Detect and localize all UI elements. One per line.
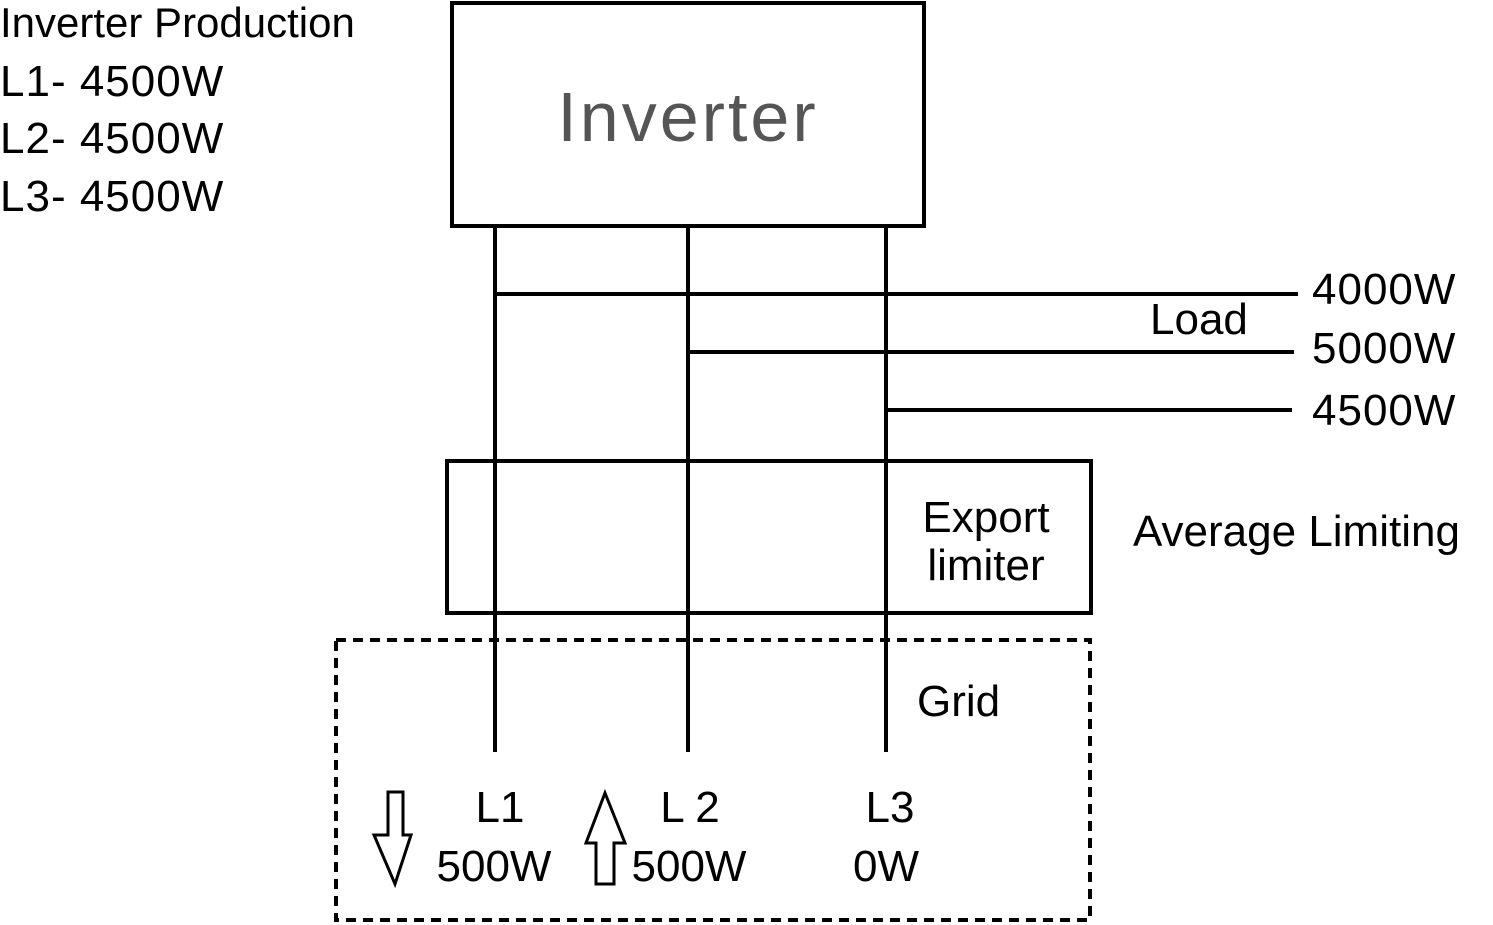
- production-l1: L1- 4500W: [0, 57, 225, 106]
- load-value-l1: 4000W: [1312, 265, 1457, 314]
- grid-boundary: [334, 638, 1092, 922]
- production-l3: L3- 4500W: [0, 172, 225, 221]
- production-title: Inverter Production: [0, 0, 355, 46]
- production-l2: L2- 4500W: [0, 114, 225, 163]
- export-limiter-label: Export limiter: [908, 494, 1064, 590]
- export-limiter-line2: limiter: [927, 541, 1045, 590]
- grid-phase-l3-name: L3: [865, 783, 915, 832]
- load-value-l2: 5000W: [1312, 324, 1457, 373]
- inverter-label: Inverter: [557, 78, 819, 156]
- grid-phase-l1-value: 500W: [436, 842, 552, 891]
- export-limiter-box: [445, 459, 1093, 615]
- grid-label: Grid: [917, 677, 1001, 726]
- grid-phase-l2-name: L 2: [660, 783, 720, 832]
- up-arrow-icon: [583, 788, 628, 886]
- export-limiter-line1: Export: [922, 493, 1050, 542]
- grid-phase-l3-value: 0W: [853, 842, 919, 891]
- load-label: Load: [1150, 295, 1248, 344]
- down-arrow-icon: [371, 790, 414, 889]
- load-value-l3: 4500W: [1312, 386, 1457, 435]
- grid-phase-l1-name: L1: [475, 783, 525, 832]
- mode-label: Average Limiting: [1133, 507, 1460, 556]
- grid-phase-l2-value: 500W: [631, 842, 747, 891]
